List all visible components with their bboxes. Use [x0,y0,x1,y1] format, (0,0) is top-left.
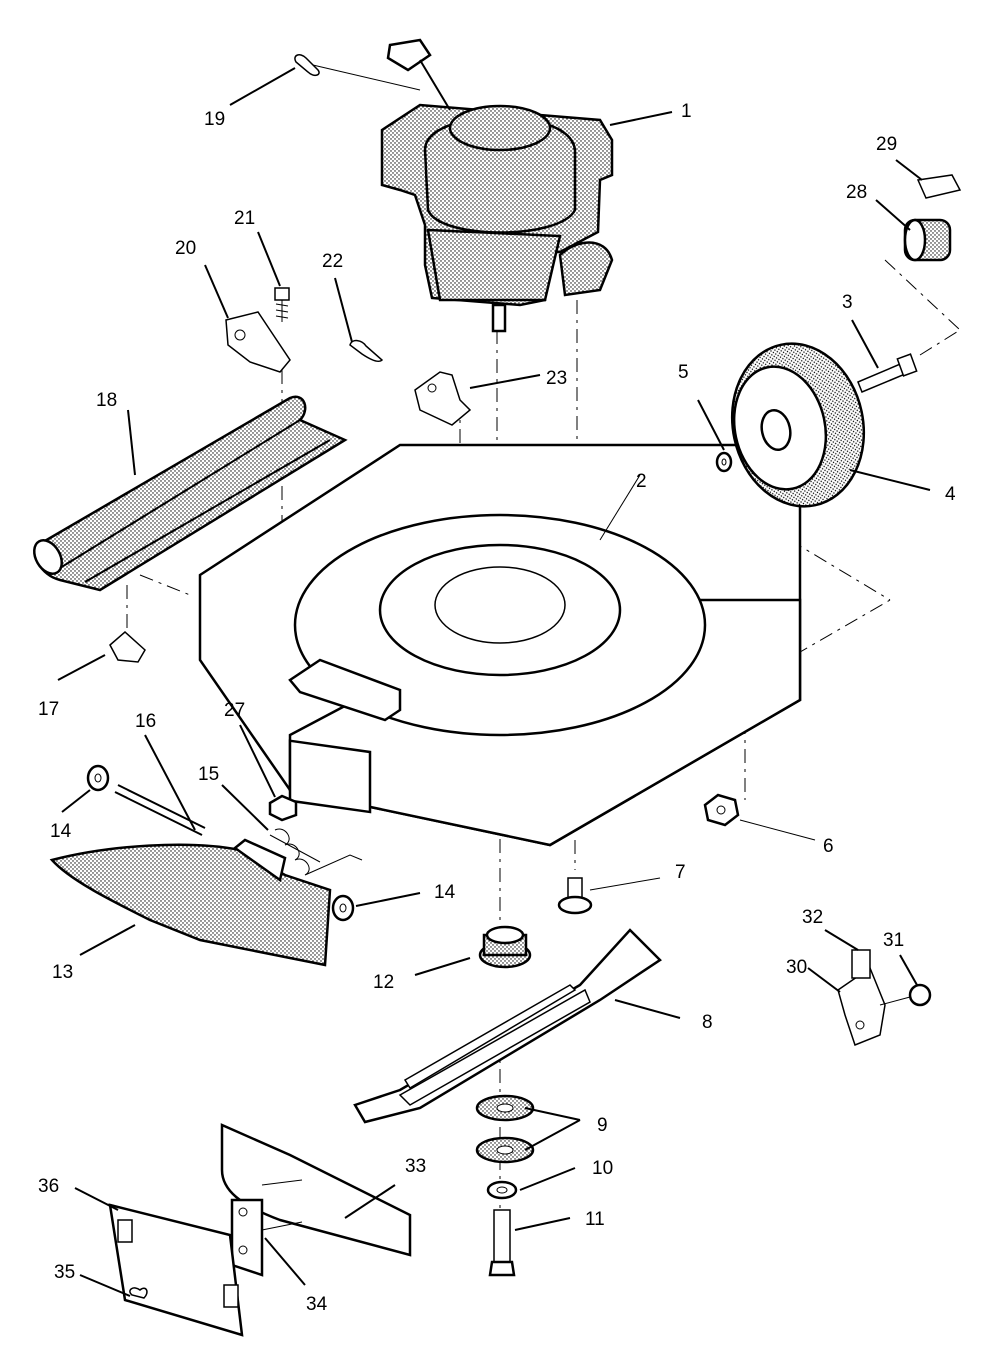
callout-31: 31 [883,930,904,951]
callout-9: 9 [597,1115,608,1136]
rear-roller-18 [33,395,348,592]
callout-23: 23 [546,368,567,389]
callout-28: 28 [846,182,867,203]
bolt-21 [274,287,290,322]
callout-32: 32 [802,907,823,928]
tab-32 [851,949,871,979]
callout-35: 35 [54,1262,75,1283]
nut-6 [703,793,740,827]
callout-34: 34 [306,1294,328,1315]
callout-17: 17 [38,699,59,720]
rod-16 [114,784,206,836]
spring-15 [269,828,363,876]
callout-19: 19 [204,109,225,130]
cap-29 [916,174,962,199]
callout-4: 4 [945,484,956,505]
callout-5: 5 [678,362,689,383]
callout-14a: 14 [50,821,72,842]
leader-lines [57,67,931,1297]
callout-numbers: 1 2 3 4 5 6 7 8 9 10 11 12 13 14 14 15 1… [38,101,956,1315]
clip-17 [109,630,146,663]
callout-27: 27 [224,700,245,721]
bolt-11 [488,1209,516,1277]
callout-33: 33 [405,1156,426,1177]
callout-1: 1 [681,101,692,122]
nut-31 [879,983,932,1007]
callout-10: 10 [592,1158,613,1179]
callout-16: 16 [135,711,156,732]
callout-20: 20 [175,238,196,259]
callout-8: 8 [702,1012,713,1033]
callout-6: 6 [823,836,834,857]
deflector-13 [49,838,332,967]
callout-14b: 14 [434,882,456,903]
clip-19 [294,54,320,77]
callout-7: 7 [675,862,686,883]
bolt-7 [557,877,593,915]
nut-27 [268,794,298,822]
bushing-14a [86,764,110,792]
washer-5 [715,451,733,473]
callout-3: 3 [842,292,853,313]
callout-18: 18 [96,390,117,411]
plate-36 [108,1203,244,1337]
adapter-12 [478,925,532,969]
callout-21: 21 [234,208,255,229]
pin-22 [349,339,384,363]
wheel-4 [730,342,866,508]
callout-2: 2 [636,471,647,492]
bolt-3 [857,353,918,393]
callout-30: 30 [786,957,807,978]
washer-10 [486,1180,518,1200]
bushing-14b [331,894,355,922]
plate-30 [837,966,886,1046]
washers-9 [475,1094,535,1164]
callout-11: 11 [585,1209,605,1230]
blade-8 [353,928,662,1124]
callout-13: 13 [52,962,73,983]
callout-36: 36 [38,1176,59,1197]
wing-nut-35 [129,1287,148,1299]
bracket-23 [414,371,472,426]
callout-12: 12 [373,972,394,993]
engine [380,38,614,333]
callout-22: 22 [322,251,343,272]
deck-housing [198,443,802,847]
callout-29: 29 [876,134,897,155]
bushing-28 [903,218,952,262]
bracket-20 [225,311,291,373]
callout-15: 15 [198,764,219,785]
